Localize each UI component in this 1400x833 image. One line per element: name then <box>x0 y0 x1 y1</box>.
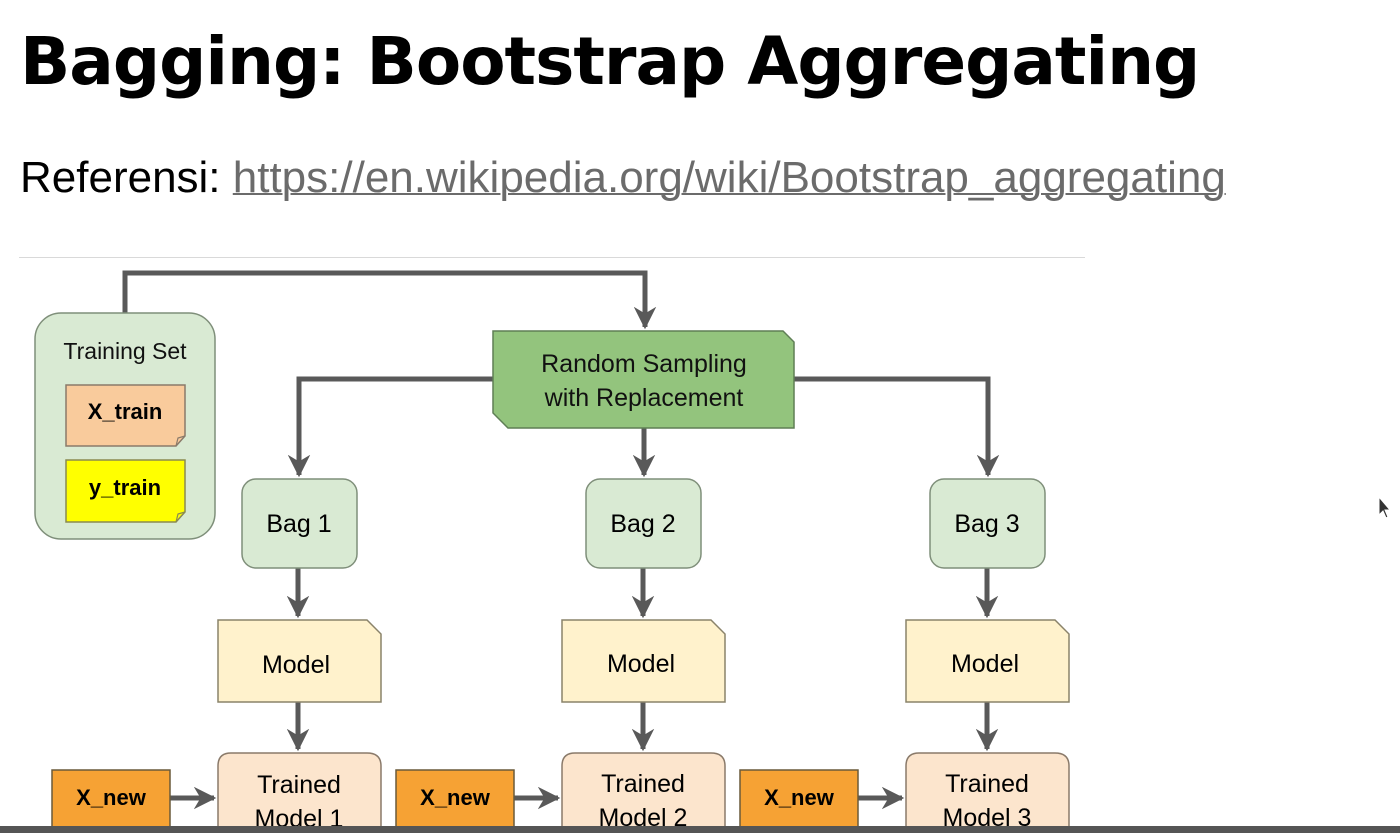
training-set-label: Training Set <box>63 338 187 364</box>
trained-model-1-box <box>217 752 382 833</box>
reference-link[interactable]: https://en.wikipedia.org/wiki/Bootstrap_… <box>232 153 1226 202</box>
trained-model-3-box <box>905 752 1070 833</box>
page-title: Bagging: Bootstrap Aggregating <box>20 23 1200 100</box>
model-1-box <box>217 619 382 703</box>
x-train-note <box>65 384 186 447</box>
bottom-scrollbar[interactable] <box>0 826 1400 833</box>
model-2-box <box>561 619 726 703</box>
trained-model-1-line-1: Trained <box>257 771 341 799</box>
x-new-3-label: X_new <box>764 785 835 810</box>
model-2-label: Model <box>607 650 675 678</box>
arrow-training-to-sampling <box>122 270 657 330</box>
arrow-sampling-to-bag-3 <box>794 376 1000 478</box>
model-3-label: Model <box>951 650 1019 678</box>
divider <box>19 257 1085 258</box>
bag-2-label: Bag 2 <box>610 510 675 538</box>
bag-1-box <box>241 478 358 569</box>
bag-3-box <box>929 478 1046 569</box>
sampling-line-1: Random Sampling <box>541 350 747 378</box>
column-1: Bag 1 Model Trained Model 1 X_new <box>51 478 382 833</box>
x-new-3-note <box>739 769 859 833</box>
arrow-sampling-to-bag-1 <box>287 376 493 478</box>
x-new-1-label: X_new <box>76 785 147 810</box>
model-3-box <box>905 619 1070 703</box>
trained-model-3-line-1: Trained <box>945 770 1029 798</box>
x-train-label: X_train <box>88 399 163 424</box>
x-new-1-note <box>51 769 171 833</box>
reference-line: Referensi: https://en.wikipedia.org/wiki… <box>20 150 1226 206</box>
x-new-2-label: X_new <box>420 785 491 810</box>
trained-model-2-line-1: Trained <box>601 770 685 798</box>
x-new-2-note <box>395 769 515 833</box>
bag-3-label: Bag 3 <box>954 510 1019 538</box>
column-3: Bag 3 Model Trained Model 3 X_new <box>739 478 1070 833</box>
connectors <box>122 270 1000 810</box>
column-2: Bag 2 Model Trained Model 2 X_new <box>395 478 726 833</box>
random-sampling-box: Random Sampling with Replacement <box>492 330 795 429</box>
bag-1-label: Bag 1 <box>266 510 331 538</box>
training-set-box: Training Set X_train y_train <box>34 312 216 540</box>
trained-model-2-box <box>561 752 726 833</box>
y-train-note <box>65 459 186 523</box>
reference-label: Referensi: <box>20 153 233 202</box>
bag-2-box <box>585 478 702 569</box>
mouse-cursor-icon <box>1378 496 1392 519</box>
sampling-line-2: with Replacement <box>544 384 744 412</box>
model-1-label: Model <box>262 651 330 679</box>
y-train-label: y_train <box>89 475 161 500</box>
